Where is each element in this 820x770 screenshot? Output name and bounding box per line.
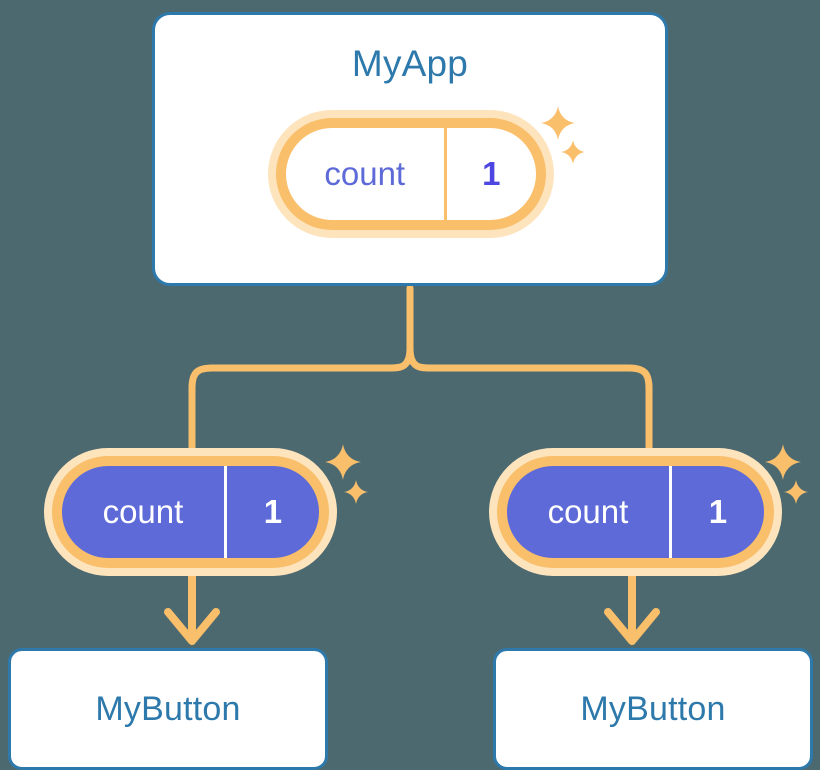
arrow-down-icon <box>164 570 220 645</box>
sparkle-large-icon <box>325 444 361 480</box>
pill-body: count 1 <box>286 128 536 220</box>
mybutton-card-left: MyButton <box>8 648 328 770</box>
sparkle-large-icon <box>765 444 801 480</box>
state-pill-root: count 1 <box>268 110 554 238</box>
state-pill-right: count 1 <box>489 448 782 576</box>
mybutton-card-right: MyButton <box>493 648 813 770</box>
sparkle-small-icon <box>561 140 585 164</box>
pill-body: count 1 <box>507 466 764 558</box>
myapp-title: MyApp <box>351 43 469 84</box>
pill-body: count 1 <box>62 466 319 558</box>
state-key: count <box>102 493 184 530</box>
arrow-down-icon <box>604 570 660 645</box>
state-pill-left: count 1 <box>44 448 337 576</box>
state-value: 1 <box>668 466 764 558</box>
mybutton-label: MyButton <box>95 689 241 728</box>
sparkle-large-icon <box>541 106 575 140</box>
sparkle-small-icon <box>344 480 368 504</box>
sparkle-small-icon <box>784 480 808 504</box>
state-key: count <box>324 155 406 192</box>
branch-connector-icon <box>188 284 653 456</box>
state-value: 1 <box>443 128 537 220</box>
state-key: count <box>547 493 629 530</box>
mybutton-label: MyButton <box>580 689 726 728</box>
state-value: 1 <box>223 466 319 558</box>
